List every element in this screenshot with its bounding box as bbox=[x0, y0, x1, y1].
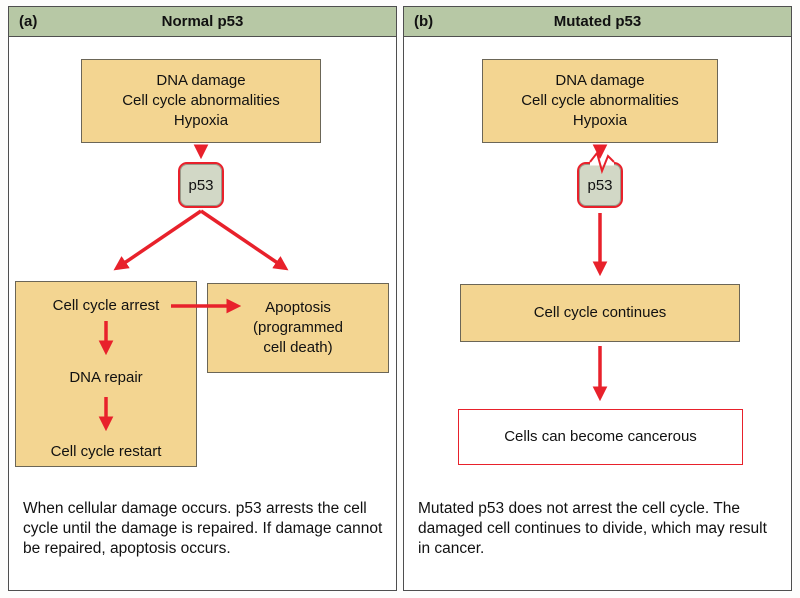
p53-node-a: p53 bbox=[178, 162, 224, 208]
cell-cycle-arrest-label: Cell cycle arrest bbox=[52, 297, 160, 314]
cell-cycle-continues-box: Cell cycle continues bbox=[460, 284, 740, 342]
cell-cycle-arrest-box: Cell cycle arrest DNA repair Cell cycle … bbox=[15, 281, 197, 467]
panel-a-header: (a) Normal p53 bbox=[9, 7, 396, 37]
panel-mutated-p53: (b) Mutated p53 DNA damage Cell cycle ab… bbox=[403, 6, 792, 591]
dna-repair-label: DNA repair bbox=[69, 369, 143, 386]
panel-a-label: (a) bbox=[19, 13, 38, 30]
apoptosis-box: Apoptosis (programmed cell death) bbox=[207, 283, 389, 373]
trigger-box-b: DNA damage Cell cycle abnormalities Hypo… bbox=[482, 59, 718, 143]
caption-a: When cellular damage occurs. p53 arrests… bbox=[23, 500, 383, 557]
caption-b: Mutated p53 does not arrest the cell cyc… bbox=[418, 500, 767, 557]
panel-b-header: (b) Mutated p53 bbox=[404, 7, 791, 37]
panel-b-label: (b) bbox=[414, 13, 434, 30]
panel-a-title: Normal p53 bbox=[161, 13, 244, 30]
cell-cycle-restart-label: Cell cycle restart bbox=[50, 443, 162, 460]
trigger-box-a: DNA damage Cell cycle abnormalities Hypo… bbox=[81, 59, 321, 143]
p53-node-b-mutated: p53 bbox=[577, 162, 623, 208]
arrow-p53-to-apoptosis bbox=[200, 209, 289, 271]
arrow-p53-to-arrest bbox=[113, 209, 202, 271]
panel-b-title: Mutated p53 bbox=[553, 13, 642, 30]
panel-normal-p53: (a) Normal p53 DNA damage Cell cycle abn… bbox=[8, 6, 397, 591]
cancerous-cells-box: Cells can become cancerous bbox=[458, 409, 743, 465]
